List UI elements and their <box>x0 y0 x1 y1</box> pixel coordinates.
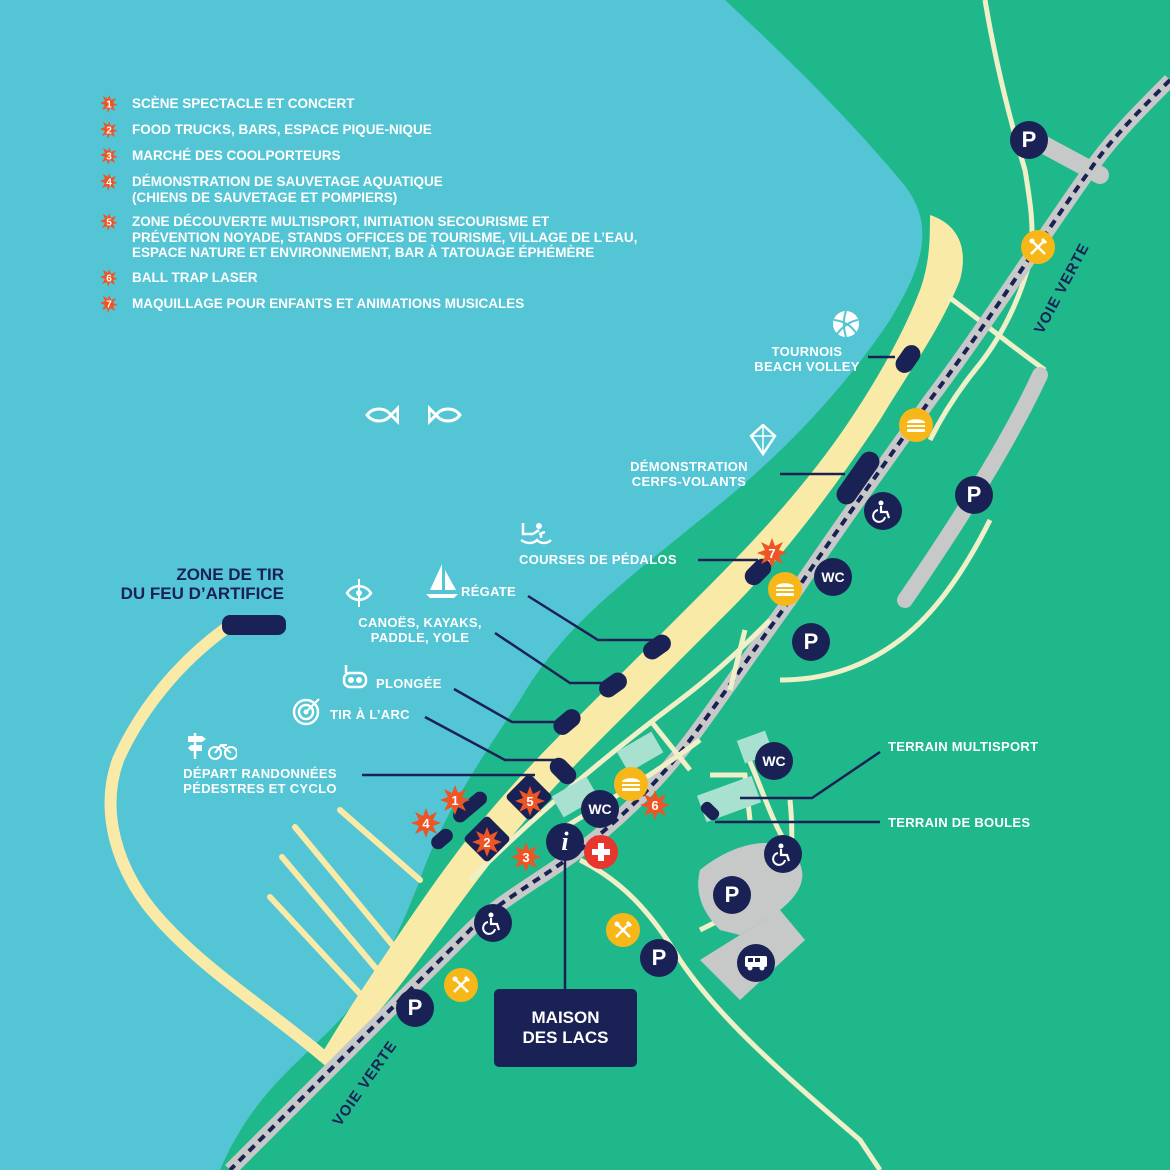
number-burst-icon: 6 <box>100 268 118 287</box>
number-burst-icon: 5 <box>100 213 118 232</box>
svg-text:7: 7 <box>768 546 775 561</box>
legend-text: BALL TRAP LASER <box>132 269 258 285</box>
lake <box>0 0 923 1170</box>
canoes-label: CANOËS, KAYAKS, PADDLE, YOLE <box>358 615 482 646</box>
wc-icon: WC <box>814 558 852 596</box>
wc-icon: WC <box>581 790 619 828</box>
randonnees-label: DÉPART RANDONNÉES PÉDESTRES ET CYCLO <box>183 766 337 797</box>
number-burst-icon: 4 <box>100 173 118 191</box>
parking-icon: P <box>1010 121 1048 159</box>
bus-icon <box>737 944 775 982</box>
burger-icon <box>614 767 648 801</box>
accessible-icon <box>764 835 802 873</box>
legend-text: DÉMONSTRATION DE SAUVETAGE AQUATIQUE (CH… <box>132 174 443 205</box>
number-burst-icon: 2 <box>472 827 502 857</box>
svg-text:3: 3 <box>106 152 112 163</box>
pedalos-label: COURSES DE PÉDALOS <box>519 552 677 567</box>
legend-text: MARCHÉ DES COOLPORTEURS <box>132 148 341 163</box>
svg-text:7: 7 <box>106 299 112 310</box>
burger-icon <box>899 408 933 442</box>
number-burst-icon: 1 <box>100 95 118 113</box>
svg-text:1: 1 <box>106 100 112 111</box>
svg-text:4: 4 <box>422 816 430 831</box>
legend-text: SCÈNE SPECTACLE ET CONCERT <box>132 96 355 111</box>
number-burst-icon: 7 <box>757 538 787 568</box>
first-aid-icon <box>584 835 618 869</box>
parking-icon: P <box>713 876 751 914</box>
jetty <box>104 618 336 1068</box>
fork-knife-icon <box>444 968 478 1002</box>
fish-icon <box>365 405 399 425</box>
svg-text:3: 3 <box>522 850 529 865</box>
legend-item: 3 MARCHÉ DES COOLPORTEURS <box>100 147 740 165</box>
tir-arc-label: TIR À L’ARC <box>330 707 410 722</box>
svg-text:5: 5 <box>106 218 112 229</box>
accessible-icon <box>474 904 512 942</box>
legend-text: FOOD TRUCKS, BARS, ESPACE PIQUE-NIQUE <box>132 122 432 137</box>
boules-court <box>700 801 720 821</box>
legend-item: 2 FOOD TRUCKS, BARS, ESPACE PIQUE-NIQUE <box>100 121 740 139</box>
wc-icon: WC <box>755 742 793 780</box>
pontoons <box>267 807 423 1013</box>
cerfs-volants-label: DÉMONSTRATION CERFS-VOLANTS <box>630 459 748 490</box>
plongee-label: PLONGÉE <box>376 676 442 691</box>
parking-icon: P <box>792 623 830 661</box>
parking-icon: P <box>396 989 434 1027</box>
sailboat-icon <box>426 564 458 598</box>
svg-text:2: 2 <box>106 126 112 137</box>
number-burst-icon: 3 <box>100 147 118 165</box>
multisport-label: TERRAIN MULTISPORT <box>888 739 1039 754</box>
firework-zone-label: ZONE DE TIR DU FEU D’ARTIFICE <box>120 565 284 603</box>
pedalo-icon <box>520 523 552 545</box>
legend-item: 7 MAQUILLAGE POUR ENFANTS ET ANIMATIONS M… <box>100 294 740 313</box>
info-icon: i <box>546 823 584 861</box>
leader-lines <box>362 355 895 990</box>
legend-text: MAQUILLAGE POUR ENFANTS ET ANIMATIONS MU… <box>132 295 525 311</box>
volleyball-icon <box>833 310 859 338</box>
accessible-icon <box>864 492 902 530</box>
number-burst-icon: 4 <box>411 808 441 838</box>
tournois-label: TOURNOIS BEACH VOLLEY <box>754 344 860 375</box>
svg-text:1: 1 <box>451 793 458 808</box>
number-burst-icon: 7 <box>100 294 118 313</box>
number-burst-icon: 3 <box>511 842 541 872</box>
number-burst-icon: 2 <box>100 121 118 139</box>
legend-item: 1 SCÈNE SPECTACLE ET CONCERT <box>100 95 740 113</box>
kite-icon <box>749 424 777 456</box>
legend-item: 5 ZONE DÉCOUVERTE MULTISPORT, INITIATION … <box>100 213 740 261</box>
burger-icon <box>768 572 802 606</box>
legend-item: 6 BALL TRAP LASER <box>100 268 740 287</box>
parking-icon: P <box>640 939 678 977</box>
svg-text:6: 6 <box>106 273 112 284</box>
diving-mask-icon <box>342 665 368 689</box>
svg-text:6: 6 <box>651 798 658 813</box>
stands <box>222 345 921 850</box>
legend-item: 4 DÉMONSTRATION DE SAUVETAGE AQUATIQUE (C… <box>100 173 740 205</box>
number-burst-icon: 6 <box>640 790 670 820</box>
boules-label: TERRAIN DE BOULES <box>888 815 1031 830</box>
legend-text: ZONE DÉCOUVERTE MULTISPORT, INITIATION S… <box>132 214 638 261</box>
number-burst-icon: 5 <box>515 786 545 816</box>
archery-target-icon <box>292 698 320 726</box>
legend: 1 SCÈNE SPECTACLE ET CONCERT 2 FOOD TRUCKS… <box>100 95 740 322</box>
svg-text:2: 2 <box>483 835 490 850</box>
svg-text:4: 4 <box>106 178 112 189</box>
regate-label: RÉGATE <box>461 584 517 599</box>
signpost-bike-icon <box>188 733 237 760</box>
svg-text:5: 5 <box>526 794 533 809</box>
number-burst-icon: 1 <box>440 785 470 815</box>
maison-des-lacs-label: MAISON DES LACS <box>494 989 637 1067</box>
fork-knife-icon <box>1021 230 1055 264</box>
kayak-icon <box>345 579 373 607</box>
parking-icon: P <box>955 476 993 514</box>
fork-knife-icon <box>606 913 640 947</box>
fish-icon <box>428 405 462 425</box>
